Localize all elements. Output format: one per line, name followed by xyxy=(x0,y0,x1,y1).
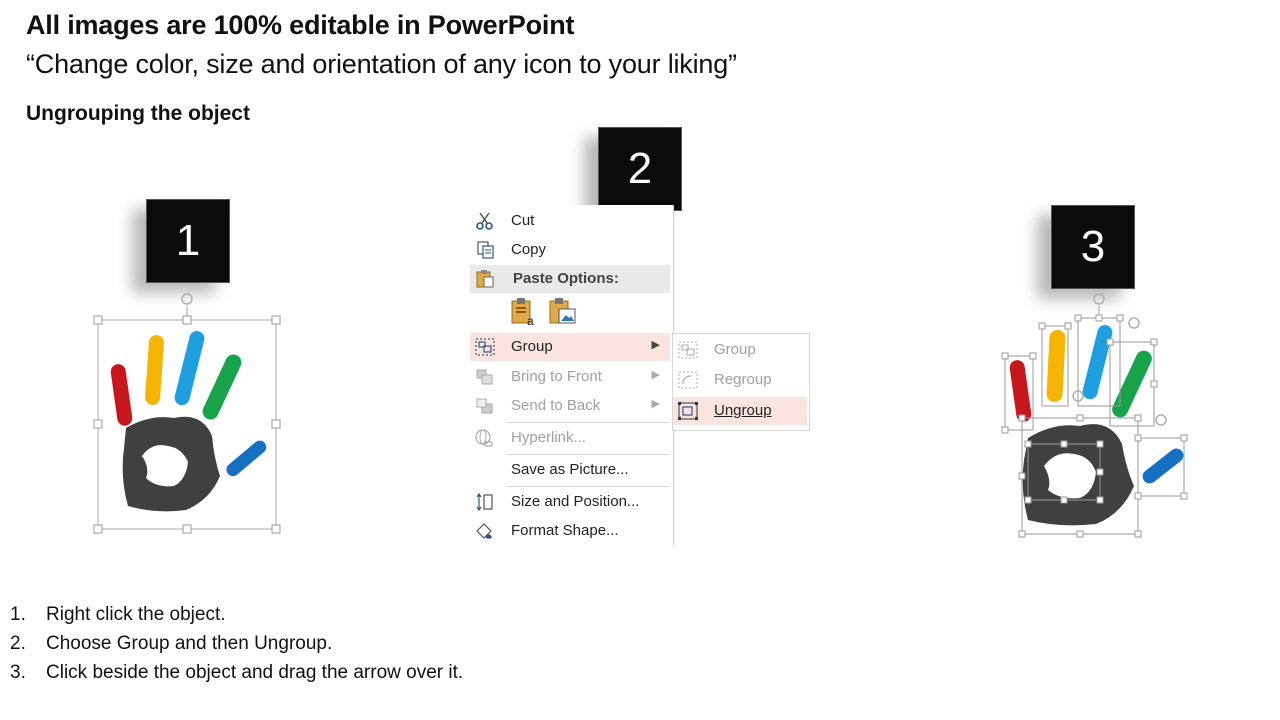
regroup-icon xyxy=(678,371,698,389)
slide-title: All images are 100% editable in PowerPoi… xyxy=(26,10,575,40)
menu-item-label: Cut xyxy=(511,212,535,229)
hyperlink-icon xyxy=(475,429,493,447)
handprint-icon xyxy=(110,331,267,512)
grouped-hand-image[interactable] xyxy=(90,288,290,540)
format-shape-icon xyxy=(476,523,492,539)
paste-options-header: Paste Options: xyxy=(470,265,670,293)
context-menu: Cut Copy Paste Options: a xyxy=(470,205,674,545)
menu-item-bring-to-front[interactable]: Bring to Front ▶ xyxy=(470,363,670,391)
rotate-handle-icon xyxy=(1072,390,1084,402)
menu-item-cut[interactable]: Cut xyxy=(470,207,670,235)
list-item: 1. Right click the object. xyxy=(10,604,226,625)
menu-item-label: Format Shape... xyxy=(511,522,619,539)
rotate-handle-icon xyxy=(1155,414,1167,426)
paste-keep-formatting-icon[interactable]: a xyxy=(510,297,540,327)
copy-icon xyxy=(477,241,494,259)
rotate-handle-icon xyxy=(181,293,193,305)
rotate-handle-icon xyxy=(1093,293,1105,305)
menu-item-label: Hyperlink... xyxy=(511,429,587,446)
paste-as-picture-icon[interactable] xyxy=(548,297,578,327)
menu-item-label: Group xyxy=(511,338,553,355)
menu-item-label: Bring to Front xyxy=(511,368,602,385)
list-item: 2. Choose Group and then Ungroup. xyxy=(10,633,333,654)
rotate-handle-icon xyxy=(1128,317,1140,329)
submenu-item-label: Regroup xyxy=(714,371,772,388)
menu-item-format-shape[interactable]: Format Shape... xyxy=(470,517,670,545)
instruction-list: 1. Right click the object. 2. Choose Gro… xyxy=(10,604,463,691)
menu-item-label: Size and Position... xyxy=(511,493,640,510)
step-badge-2: 2 xyxy=(598,127,682,211)
ungrouped-hand-image[interactable] xyxy=(998,288,1194,542)
menu-item-group[interactable]: Group ▶ xyxy=(470,333,670,361)
submenu-item-regroup[interactable]: Regroup xyxy=(673,366,807,394)
menu-item-copy[interactable]: Copy xyxy=(470,236,670,264)
scissors-icon xyxy=(476,212,493,230)
list-item: 3. Click beside the object and drag the … xyxy=(10,662,464,683)
menu-item-send-to-back[interactable]: Send to Back ▶ xyxy=(470,392,670,420)
section-heading: Ungrouping the object xyxy=(26,102,250,125)
bring-to-front-icon xyxy=(476,369,493,385)
submenu-arrow-icon: ▶ xyxy=(651,369,660,381)
submenu-arrow-icon: ▶ xyxy=(651,398,660,410)
size-position-icon xyxy=(476,492,493,512)
paste-icon xyxy=(476,270,494,288)
menu-item-label: Send to Back xyxy=(511,397,601,414)
submenu-item-label: Group xyxy=(714,341,756,358)
slide-subtitle: “Change color, size and orientation of a… xyxy=(26,49,737,79)
step-badge-1: 1 xyxy=(146,199,230,283)
menu-item-save-as-picture[interactable]: Save as Picture... xyxy=(470,456,670,484)
submenu-item-ungroup[interactable]: Ungroup xyxy=(673,397,807,425)
svg-text:a: a xyxy=(527,314,534,327)
menu-item-label: Save as Picture... xyxy=(511,461,629,478)
submenu-item-label: Ungroup xyxy=(714,402,772,419)
menu-item-hyperlink[interactable]: Hyperlink... xyxy=(470,424,670,452)
group-submenu: Group Regroup Ungroup xyxy=(672,333,810,431)
ungroup-icon xyxy=(678,402,698,420)
submenu-arrow-icon: ▶ xyxy=(651,339,660,351)
submenu-item-group[interactable]: Group xyxy=(673,336,807,364)
menu-item-label: Copy xyxy=(511,241,547,258)
step-badge-3: 3 xyxy=(1051,205,1135,289)
group-icon xyxy=(678,341,698,359)
menu-item-size-and-position[interactable]: Size and Position... xyxy=(470,488,670,516)
group-icon xyxy=(475,338,495,356)
send-to-back-icon xyxy=(476,398,493,414)
